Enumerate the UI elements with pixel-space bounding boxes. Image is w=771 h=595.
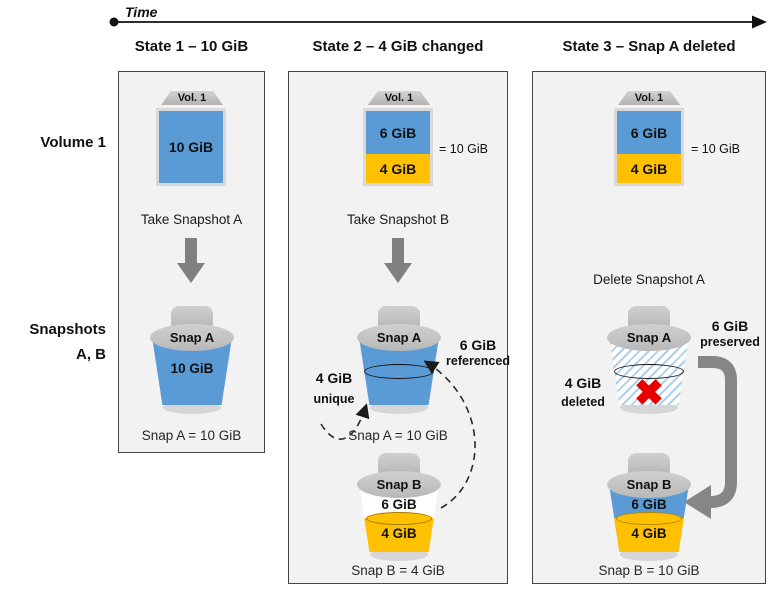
snapshot-a-deleted-icon: ✖ Snap A <box>607 306 691 414</box>
preserved-note-size: 6 GiB <box>711 318 749 334</box>
volume-segment: 10 GiB <box>159 111 223 183</box>
bucket-lid: Snap A <box>607 324 691 351</box>
volume-total-label: = 10 GiB <box>439 142 488 156</box>
delete-x-icon: ✖ <box>633 372 665 413</box>
volume-segment-unchanged: 6 GiB <box>366 111 430 154</box>
reference-boundary-ellipse <box>614 364 684 379</box>
volume-icon: 6 GiB 4 GiB <box>614 108 684 186</box>
bucket-size-label: 10 GiB <box>170 361 214 376</box>
bucket-top-label: 6 GiB <box>631 497 667 512</box>
snapshot-b-caption: Snap B = 10 GiB <box>598 563 700 578</box>
volume-cap-icon: Vol. 1 <box>161 91 223 105</box>
snapshot-b-icon: 6 GiB 4 GiB Snap B <box>607 453 691 561</box>
unique-note: 4 GiB unique <box>303 370 365 408</box>
time-axis-arrow <box>109 15 767 29</box>
state2-header: State 2 – 4 GiB changed <box>312 38 484 55</box>
bucket-top-label: 6 GiB <box>381 497 417 512</box>
action-text: Delete Snapshot A <box>593 272 705 287</box>
volume-segment-unchanged: 6 GiB <box>617 111 681 154</box>
snapshot-a-icon: 10 GiB Snap A <box>150 306 234 414</box>
time-axis-label: Time <box>125 4 158 20</box>
volume-cap-icon: Vol. 1 <box>368 91 430 105</box>
bucket-bottom-label: 4 GiB <box>631 526 667 541</box>
deleted-note-size: 4 GiB <box>564 375 602 391</box>
action-text: Take Snapshot B <box>346 212 450 227</box>
snapshot-b-caption: Snap B = 4 GiB <box>351 563 445 578</box>
bucket-body: 6 GiB 4 GiB <box>609 484 689 552</box>
referenced-note: 6 GiB referenced <box>445 337 511 370</box>
snapshot-b-icon: 6 GiB 4 GiB Snap B <box>357 453 441 561</box>
volume-cap-icon: Vol. 1 <box>618 91 680 105</box>
referenced-note-size: 6 GiB <box>459 337 497 353</box>
snapshot-a-caption: Snap A = 10 GiB <box>348 428 448 443</box>
volume-icon: 10 GiB <box>156 108 226 186</box>
snapshot-a-icon: Snap A <box>357 306 441 414</box>
bucket-lid: Snap B <box>607 471 691 498</box>
deleted-note-word: deleted <box>561 395 605 409</box>
preserved-note: 6 GiB preserved <box>697 318 763 351</box>
fill-surface-ellipse <box>616 512 682 525</box>
referenced-note-word: referenced <box>446 354 510 368</box>
bucket-bottom-label: 4 GiB <box>381 526 417 541</box>
state2-panel: Vol. 1 6 GiB 4 GiB = 10 GiB Take Snapsho… <box>288 71 511 584</box>
state1-panel: Vol. 1 10 GiB Take Snapshot A 10 GiB Sna… <box>118 71 265 453</box>
reference-boundary-ellipse <box>364 364 434 379</box>
volume-segment-changed: 4 GiB <box>366 154 430 183</box>
state1-header: State 1 – 10 GiB <box>134 38 249 55</box>
volume-total-label: = 10 GiB <box>691 142 740 156</box>
fill-surface-ellipse <box>366 512 432 525</box>
row-label-snapshots: Snapshots <box>29 321 106 338</box>
bucket-lid: Snap A <box>150 324 234 351</box>
bucket-lid: Snap A <box>357 324 441 351</box>
volume-segment-changed: 4 GiB <box>617 154 681 183</box>
state3-header: State 3 – Snap A deleted <box>562 38 736 55</box>
bucket-lid: Snap B <box>357 471 441 498</box>
unique-note-word: unique <box>313 392 355 406</box>
preserved-note-word: preserved <box>700 335 760 349</box>
unique-note-size: 4 GiB <box>315 370 353 386</box>
row-label-snapshots-ab: A, B <box>76 346 106 363</box>
volume-icon: 6 GiB 4 GiB <box>363 108 433 186</box>
action-text: Take Snapshot A <box>140 212 243 227</box>
snapshot-a-caption: Snap A = 10 GiB <box>141 428 242 443</box>
row-label-volume: Volume 1 <box>40 134 106 151</box>
deleted-note: 4 GiB deleted <box>551 375 615 411</box>
state3-panel: Vol. 1 6 GiB 4 GiB = 10 GiB Delete Snaps… <box>532 71 766 584</box>
